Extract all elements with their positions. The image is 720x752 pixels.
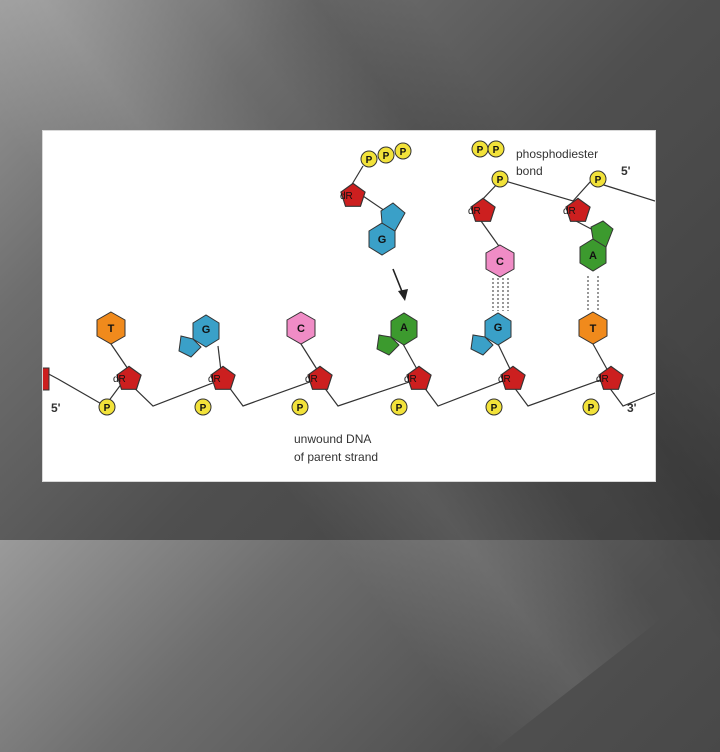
dna-replication-diagram: dR dR dR dR dR dR P P P P P P [42, 130, 656, 482]
base-label: C [297, 323, 305, 335]
bond-label: bond [516, 164, 543, 178]
phosphate-label: P [297, 403, 304, 414]
phosphate-label: P [588, 403, 595, 414]
sugar-partial [43, 368, 49, 390]
phosphate-label: P [595, 175, 602, 186]
base-label: T [590, 323, 597, 335]
sugar-label: dR [113, 374, 126, 385]
sugar-label: dR [404, 374, 417, 385]
phosphate-label: P [477, 145, 484, 156]
phosphate-label: P [200, 403, 207, 414]
incoming-arrow [393, 269, 408, 301]
phosphate-label: P [491, 403, 498, 414]
base-label: C [496, 256, 504, 268]
phosphate-label: P [366, 155, 373, 166]
base-label: G [494, 322, 503, 334]
sugar-label: dR [596, 374, 609, 385]
sugar-label: dR [305, 374, 318, 385]
phosphate-label: P [383, 151, 390, 162]
base-label: G [378, 234, 387, 246]
base-label: A [400, 322, 408, 334]
base-label: G [202, 324, 211, 336]
phosphate-label: P [400, 147, 407, 158]
unwound-label-line1: unwound DNA [294, 432, 371, 446]
unwound-label-line2: of parent strand [294, 450, 378, 464]
phosphate-label: P [396, 403, 403, 414]
template-sugars [117, 366, 623, 389]
sugar-label: dR [208, 374, 221, 385]
sugar-label: dR [563, 206, 576, 217]
phosphodiester-label: phosphodiester [516, 147, 598, 161]
base-label: T [108, 323, 115, 335]
phosphate-label: P [493, 145, 500, 156]
three-prime-right-label: 3' [627, 401, 637, 415]
template-base-labels: T G C A G T [108, 322, 597, 336]
sugar-label: dR [498, 374, 511, 385]
sugar-label: dR [340, 191, 353, 202]
five-prime-left-label: 5' [51, 401, 61, 415]
phosphate-label: P [497, 175, 504, 186]
sugar-label: dR [468, 206, 481, 217]
template-bases [97, 312, 607, 357]
phosphate-label: P [104, 403, 111, 414]
five-prime-top-label: 5' [621, 164, 631, 178]
base-label: A [589, 250, 597, 262]
template-sugar-labels: dR dR dR dR dR dR [113, 374, 609, 385]
new-strand-sugars [341, 183, 590, 221]
